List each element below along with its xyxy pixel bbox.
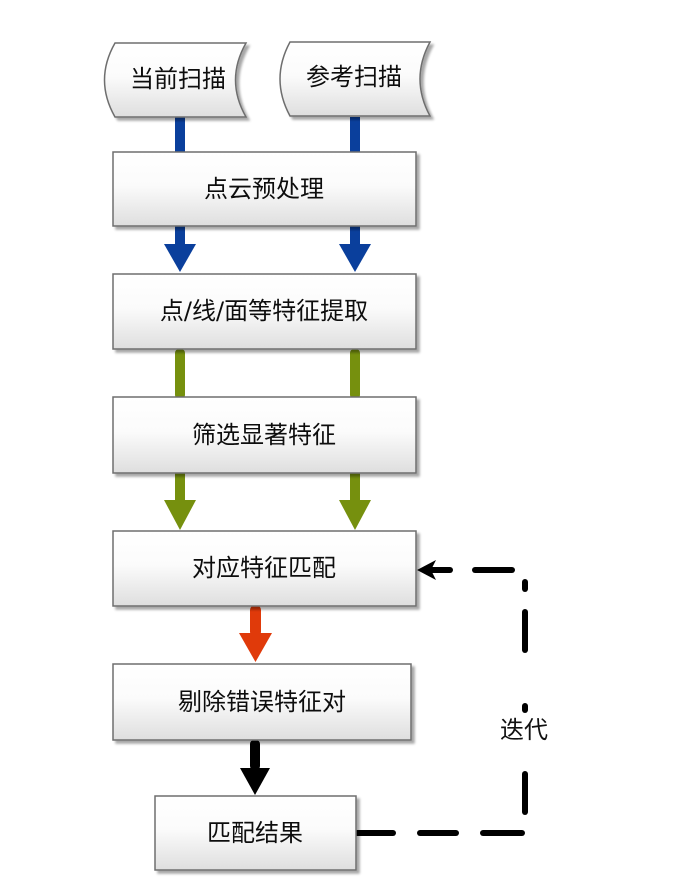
input-reference-scan[interactable]: 参考扫描 bbox=[279, 41, 432, 117]
arrow-preprocess-to-extract-left bbox=[164, 226, 196, 272]
feedback-arrowhead-icon bbox=[417, 560, 436, 580]
step-feature-match-label: 对应特征匹配 bbox=[192, 554, 336, 582]
input-current-scan[interactable]: 当前扫描 bbox=[103, 42, 248, 118]
step-feature-extract-label: 点/线/面等特征提取 bbox=[160, 297, 368, 325]
step-outlier-removal[interactable]: 剔除错误特征对 bbox=[112, 663, 412, 741]
step-preprocess-label: 点云预处理 bbox=[204, 175, 324, 203]
connector-extract-to-select-left bbox=[175, 349, 185, 399]
step-match-result[interactable]: 匹配结果 bbox=[154, 795, 357, 871]
step-match-result-label: 匹配结果 bbox=[207, 819, 303, 847]
iteration-label: 迭代 bbox=[500, 716, 548, 744]
step-feature-select[interactable]: 筛选显著特征 bbox=[112, 396, 417, 474]
iteration-feedback-loop bbox=[354, 567, 528, 836]
step-preprocess[interactable]: 点云预处理 bbox=[112, 151, 417, 227]
input-reference-scan-label: 参考扫描 bbox=[306, 63, 402, 91]
input-current-scan-label: 当前扫描 bbox=[130, 65, 226, 93]
step-feature-extract[interactable]: 点/线/面等特征提取 bbox=[112, 273, 417, 350]
arrow-preprocess-to-extract-right bbox=[339, 226, 371, 272]
arrow-select-to-match-right bbox=[339, 473, 371, 530]
step-outlier-removal-label: 剔除错误特征对 bbox=[178, 688, 346, 716]
connector-current-scan-to-preprocess bbox=[175, 117, 185, 153]
arrow-select-to-match-left bbox=[164, 473, 196, 530]
arrow-removal-to-result bbox=[240, 740, 270, 795]
arrow-match-to-removal bbox=[239, 605, 272, 662]
step-feature-match[interactable]: 对应特征匹配 bbox=[112, 530, 417, 607]
connector-extract-to-select-right bbox=[350, 349, 360, 399]
connector-reference-scan-to-preprocess bbox=[350, 117, 360, 153]
step-feature-select-label: 筛选显著特征 bbox=[192, 421, 336, 449]
